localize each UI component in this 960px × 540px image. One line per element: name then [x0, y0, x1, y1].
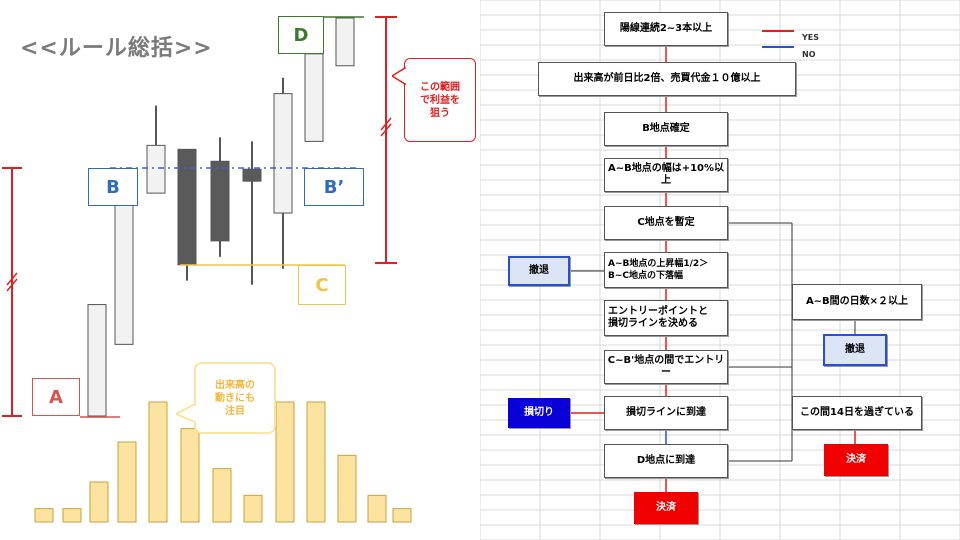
candle-body	[146, 144, 166, 194]
label-d: D	[278, 16, 324, 54]
candle-body	[87, 304, 107, 417]
flow-step-volume-condition: 出来高が前日比2倍、売買代金１０億以上	[538, 62, 796, 96]
flow-step-ab-days: A~B間の日数×２以上	[792, 284, 922, 320]
bracket-break-mark	[380, 117, 392, 131]
bracket-break-mark	[6, 278, 18, 292]
bracket-break-mark	[6, 272, 18, 286]
profit-range-bracket	[375, 16, 397, 264]
candle-body	[273, 93, 293, 214]
label-b-prime: B’	[304, 168, 364, 206]
volume-bar	[275, 401, 295, 523]
flow-step-entry-stop: エントリーポイントと 損切ラインを決める	[604, 300, 728, 336]
profit-note-pointer	[392, 66, 406, 86]
legend-yes: YES	[802, 33, 820, 42]
flow-step-withdraw-left: 撤退	[508, 256, 570, 286]
volume-bar	[367, 494, 387, 523]
volume-bar	[337, 454, 357, 523]
candles	[87, 17, 355, 417]
volume-bar	[212, 468, 232, 523]
volume-bar	[62, 508, 82, 523]
summary-title: <<ルール総括>>	[20, 36, 213, 61]
label-c: C	[298, 265, 346, 305]
volume-bar	[34, 508, 54, 523]
legend-no-line	[762, 46, 794, 48]
volume-note: 出来高の 動きにも 注目	[194, 362, 276, 434]
flow-step-consecutive-up: 陽線連続2~3本以上	[604, 12, 728, 46]
candle-body	[304, 53, 324, 142]
flow-step-14-days: この間14日を過ぎている	[792, 396, 922, 430]
flow-step-withdraw-right: 撤退	[823, 334, 887, 366]
rules-summary-panel: <<ルール総括>> A B B’ C D この範囲 で利益を 狙う 出来高の 動…	[2, 16, 476, 523]
flow-step-entry: C~B'地点の間でエントリー	[604, 350, 728, 384]
flow-step-ab-bc-compare: A~B地点の上昇幅1/2＞B~C地点の下落幅	[604, 252, 728, 288]
candle-body	[114, 192, 134, 345]
volume-bar	[243, 494, 263, 523]
candle-body	[242, 168, 262, 182]
flow-step-c-tentative: C地点を暫定	[604, 206, 728, 240]
label-b: B	[88, 168, 138, 206]
candle-body	[210, 160, 230, 242]
volume-bar	[89, 481, 109, 523]
label-a: A	[32, 378, 80, 416]
volume-note-pointer	[176, 402, 197, 422]
flow-step-ab-width: A~B地点の幅は+10%以上	[604, 158, 728, 192]
bracket-break-mark	[380, 123, 392, 137]
volume-bar	[306, 401, 326, 523]
volume-bars	[34, 401, 412, 523]
candle-body	[177, 148, 197, 266]
volume-bar	[148, 401, 168, 523]
flow-step-settle-right: 決済	[824, 444, 888, 476]
legend-no: NO	[802, 50, 816, 59]
flow-step-stop-loss: 損切り	[508, 398, 570, 428]
flow-step-settle: 決済	[634, 492, 698, 524]
rise-range-bracket	[2, 167, 22, 417]
candle-body	[335, 17, 355, 67]
flow-step-b-confirm: B地点確定	[604, 112, 728, 146]
profit-range-note: この範囲 で利益を 狙う	[404, 58, 476, 142]
flowchart-panel: YES NO 陽線連続2~3本以上 出来高が前日比2倍、売買代金１０億以上 B地…	[480, 0, 960, 540]
flow-step-d-reached: D地点に到達	[604, 444, 728, 478]
candlestick-illustration	[2, 16, 412, 523]
volume-bar	[117, 441, 137, 523]
volume-bar	[392, 508, 412, 523]
volume-bar	[180, 428, 200, 523]
flow-step-stop-reached: 損切ラインに到達	[604, 396, 728, 430]
legend-yes-line	[762, 30, 794, 32]
